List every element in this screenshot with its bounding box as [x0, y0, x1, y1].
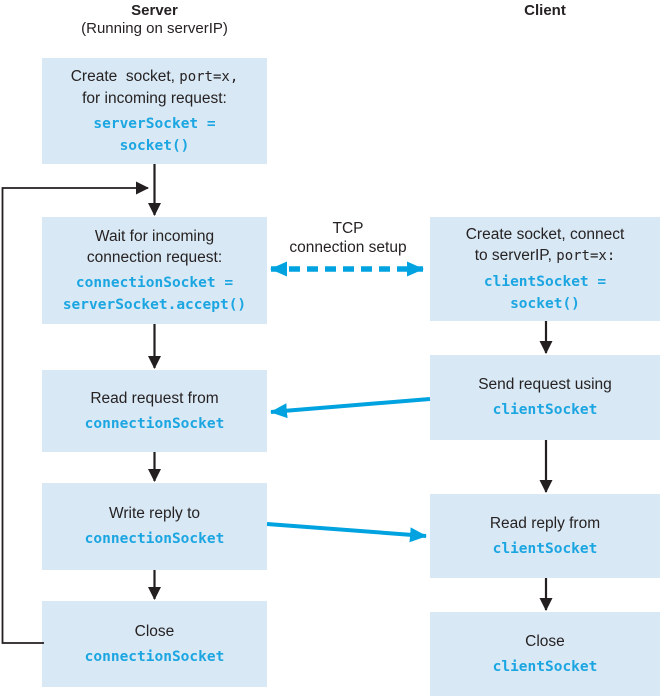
box-code: clientSocket	[492, 658, 598, 675]
tcp-label-line1: TCP	[332, 220, 364, 237]
server-box-read-request: Read request from connectionSocket	[42, 370, 267, 452]
box-text-part: Create socket,	[70, 67, 180, 85]
box-text: Read request from	[90, 389, 219, 407]
server-column-header: Server (Running on serverIP)	[42, 2, 267, 38]
server-header-subtitle: (Running on serverIP)	[81, 20, 228, 37]
box-text: connection request:	[86, 248, 223, 266]
tcp-connection-setup-label: TCP connection setup	[262, 219, 434, 257]
box-text: Send request using	[478, 376, 612, 393]
box-text: for incoming request:	[82, 89, 227, 107]
server-box-write-reply: Write reply to connectionSocket	[42, 483, 267, 570]
box-code: socket()	[510, 295, 580, 312]
box-code: connectionSocket =	[75, 274, 234, 291]
box-text-part: to serverIP,	[474, 246, 557, 264]
server-box-close: Close connectionSocket	[42, 601, 267, 687]
box-code: clientSocket	[492, 402, 598, 418]
box-text: Close	[134, 622, 175, 640]
client-box-send-request: Send request using clientSocket	[430, 355, 660, 440]
box-code: serverSocket.accept()	[62, 296, 247, 313]
box-code: connectionSocket	[84, 415, 225, 432]
client-column-header: Client	[430, 2, 660, 20]
box-code: connectionSocket	[84, 648, 225, 665]
client-box-read-reply: Read reply from clientSocket	[430, 494, 660, 578]
box-text: Write reply to	[108, 505, 201, 522]
box-code: serverSocket =	[93, 115, 216, 132]
reply-arrow	[266, 522, 427, 543]
tcp-label-line2: connection setup	[289, 239, 407, 256]
client-box-close: Close clientSocket	[430, 612, 660, 696]
box-text: Wait for incoming	[94, 227, 215, 245]
box-text: Read reply from	[489, 514, 601, 532]
client-header-title: Client	[524, 2, 566, 19]
client-box-create-socket: Create socket, connect to serverIP, port…	[430, 217, 660, 321]
request-arrow	[270, 397, 431, 419]
box-code: socket()	[119, 137, 190, 154]
box-code: connectionSocket	[84, 531, 225, 547]
server-box-create-socket: Create socket, port=x, for incoming requ…	[42, 58, 267, 164]
box-text: to serverIP, port=x:	[475, 245, 616, 267]
box-text: Create socket, connect	[465, 225, 625, 243]
box-text: Create socket, port=x,	[71, 66, 239, 88]
inline-code: port=x:	[556, 247, 616, 264]
box-code: clientSocket =	[483, 273, 607, 290]
box-text: Close	[525, 632, 565, 650]
server-header-title: Server	[131, 2, 178, 19]
server-box-wait-connection: Wait for incoming connection request: co…	[42, 217, 267, 324]
box-code: clientSocket	[492, 540, 598, 557]
inline-code: port=x,	[179, 68, 239, 85]
